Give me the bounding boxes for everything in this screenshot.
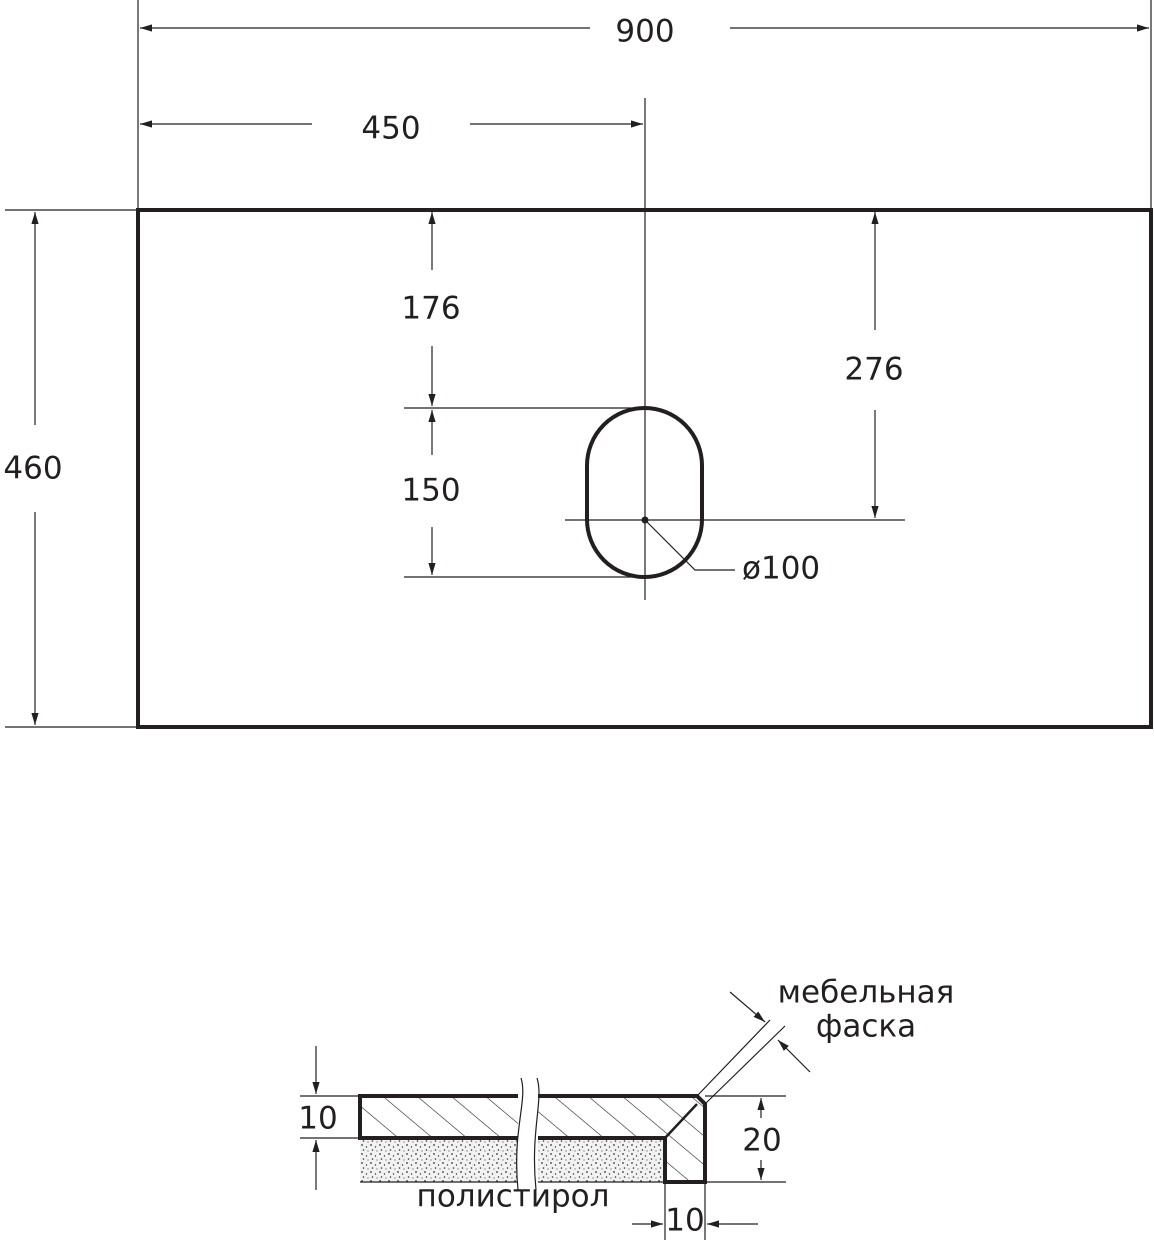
top-layer-hatch xyxy=(538,1096,705,1182)
depth-dimension: 460 xyxy=(3,451,62,487)
break-line xyxy=(533,1077,540,1191)
polystyrene-fill xyxy=(538,1138,665,1182)
top-layer-hatch xyxy=(360,1096,518,1138)
total-thickness-dimension: 20 xyxy=(742,1123,781,1159)
polystyrene-fill xyxy=(360,1138,518,1182)
top-to-center-dimension: 276 xyxy=(844,352,903,388)
hole-length-dimension: 150 xyxy=(401,473,460,509)
top-thickness-dimension: 10 xyxy=(298,1101,337,1137)
diameter-leader xyxy=(644,519,735,571)
top-to-hole-dimension: 176 xyxy=(401,291,460,327)
plan-view: 900 450 460 176 150 276 ø100 xyxy=(3,0,1153,729)
edge-width-dimension: 10 xyxy=(665,1203,704,1239)
section-view: 10 20 10 мебельная фаска полистирол xyxy=(298,975,955,1240)
polystyrene-label: полистирол xyxy=(417,1179,610,1215)
chamfer-label: мебельная xyxy=(778,975,955,1011)
break-line xyxy=(516,1077,524,1191)
slab-outline xyxy=(358,1094,518,1140)
half-width-dimension: 450 xyxy=(361,111,420,147)
chamfer-label: фаска xyxy=(816,1009,916,1045)
width-dimension: 900 xyxy=(615,14,674,50)
hole-diameter-dimension: ø100 xyxy=(742,551,820,587)
